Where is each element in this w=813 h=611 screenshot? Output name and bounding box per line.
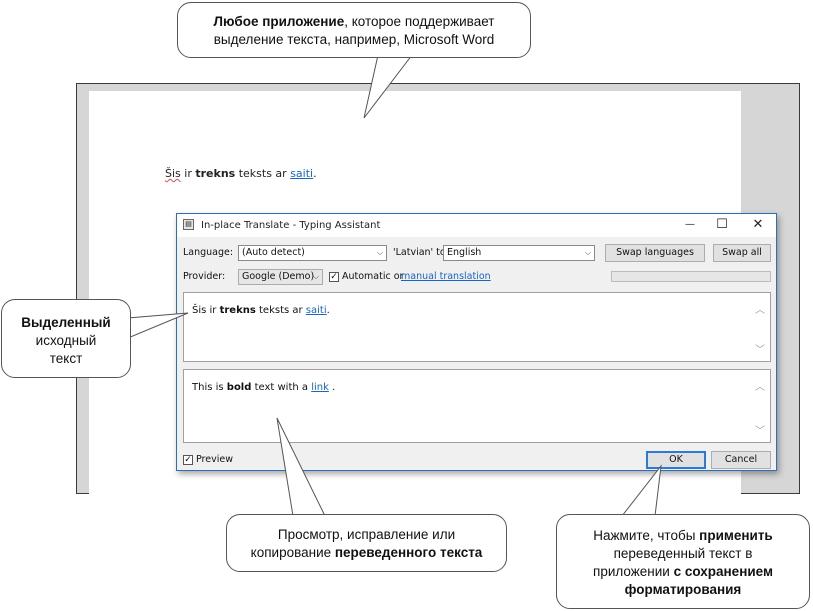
- preview-label: Preview: [196, 454, 233, 465]
- callout-br-pre: Нажмите, чтобы: [593, 528, 700, 543]
- translated-text: This is bold text with a link .: [192, 382, 335, 393]
- automatic-label: Automatic or: [342, 271, 404, 282]
- chevron-down-icon: ⌵: [376, 248, 383, 257]
- chevron-down-icon[interactable]: ﹀: [755, 426, 765, 437]
- target-language-value: English: [447, 247, 482, 258]
- source-part2: teksts ar: [255, 305, 306, 316]
- callout-top-bold: Любое приложение: [213, 14, 345, 29]
- source-end: .: [326, 305, 330, 316]
- swap-all-button[interactable]: Swap all: [713, 244, 771, 262]
- callout-br-line2: переведенный текст в: [613, 546, 753, 561]
- chevron-up-icon[interactable]: ︿: [755, 382, 765, 393]
- dialog-titlebar[interactable]: ▤ In-place Translate - Typing Assistant …: [177, 214, 776, 237]
- callout-br-bold3: с сохранением: [673, 564, 773, 579]
- callout-selected-source: Выделенный исходный текст: [1, 299, 131, 378]
- translation-progress-bar: [611, 271, 771, 282]
- source-part1: Šis ir: [192, 305, 220, 316]
- callout-left-line3: текст: [49, 351, 83, 366]
- source-text-box[interactable]: Šis ir trekns teksts ar saiti. ︿ ﹀: [183, 292, 771, 362]
- provider-value: Google (Demo): [242, 271, 315, 282]
- translated-end: .: [328, 382, 336, 393]
- doc-link[interactable]: saiti: [290, 167, 314, 180]
- translated-part2: text with a: [251, 382, 312, 393]
- ok-button[interactable]: OK: [646, 451, 706, 469]
- chevron-down-icon: ⌵: [312, 272, 319, 281]
- translated-part1: This is: [192, 382, 227, 393]
- chevron-down-icon: ⌵: [584, 248, 591, 257]
- callout-bc-pre: копирование: [250, 545, 335, 560]
- doc-end: .: [313, 167, 317, 180]
- translated-link[interactable]: link: [311, 382, 329, 393]
- callout-top-rest: , которое поддерживает: [344, 14, 495, 29]
- callout-bc-bold: переведенного текста: [334, 545, 483, 560]
- callout-bc-line1: Просмотр, исправление или: [277, 527, 456, 542]
- callout-left-line2: исходный: [35, 333, 97, 348]
- source-language-select[interactable]: (Auto detect) ⌵: [238, 245, 387, 261]
- translated-bold: bold: [226, 382, 252, 393]
- app-icon: ▤: [183, 219, 194, 230]
- callout-left-bold: Выделенный: [21, 315, 111, 330]
- doc-word-teksts: teksts ar: [235, 167, 291, 180]
- preview-checkbox[interactable]: ✓: [183, 455, 193, 465]
- provider-select[interactable]: Google (Demo) ⌵: [238, 269, 323, 285]
- bottom-center-tail: [276, 417, 326, 517]
- cancel-button[interactable]: Cancel: [711, 451, 771, 469]
- checkmark-icon: ✓: [330, 272, 338, 282]
- maximize-button[interactable]: ☐: [716, 217, 728, 232]
- target-language-select[interactable]: English ⌵: [443, 245, 595, 261]
- source-text: Šis ir trekns teksts ar saiti.: [192, 305, 330, 316]
- provider-label: Provider:: [183, 271, 226, 282]
- doc-word-ir: ir: [180, 167, 196, 180]
- callout-apply-translation: Нажмите, чтобы применить переведенный те…: [556, 514, 810, 609]
- callout-br-bold1: применить: [699, 528, 773, 543]
- manual-translation-link[interactable]: manual translation: [401, 271, 491, 282]
- translate-dialog: ▤ In-place Translate - Typing Assistant …: [176, 213, 777, 471]
- callout-br-bold4: форматирования: [624, 582, 742, 597]
- document-selected-text[interactable]: Šis ir trekns teksts ar saiti.: [165, 167, 317, 180]
- callout-br-pre3: приложении: [593, 564, 674, 579]
- source-language-value: (Auto detect): [242, 247, 305, 258]
- callout-top-line2: выделение текста, например, Microsoft Wo…: [213, 32, 495, 47]
- source-link[interactable]: saiti: [305, 305, 327, 316]
- checkmark-icon: ✓: [184, 455, 192, 465]
- callout-preview-translation: Просмотр, исправление или копирование пе…: [226, 514, 507, 572]
- dialog-title: In-place Translate - Typing Assistant: [201, 220, 381, 231]
- swap-languages-button[interactable]: Swap languages: [605, 244, 705, 262]
- source-bold: trekns: [219, 305, 256, 316]
- close-button[interactable]: ✕: [752, 217, 764, 232]
- top-callout-tail: [363, 54, 414, 119]
- bottom-right-tail: [620, 464, 662, 517]
- chevron-down-icon[interactable]: ﹀: [755, 345, 765, 356]
- detected-language-label: 'Latvian' to: [393, 247, 446, 258]
- doc-word-bold: trekns: [195, 167, 236, 180]
- callout-any-application: Любое приложение, которое поддерживает в…: [177, 2, 531, 58]
- language-label: Language:: [183, 247, 234, 258]
- chevron-up-icon[interactable]: ︿: [755, 305, 765, 316]
- minimize-button[interactable]: —: [685, 219, 695, 230]
- automatic-checkbox[interactable]: ✓: [329, 272, 339, 282]
- doc-word-sis: Šis: [165, 167, 181, 180]
- left-callout-tail: [127, 312, 189, 339]
